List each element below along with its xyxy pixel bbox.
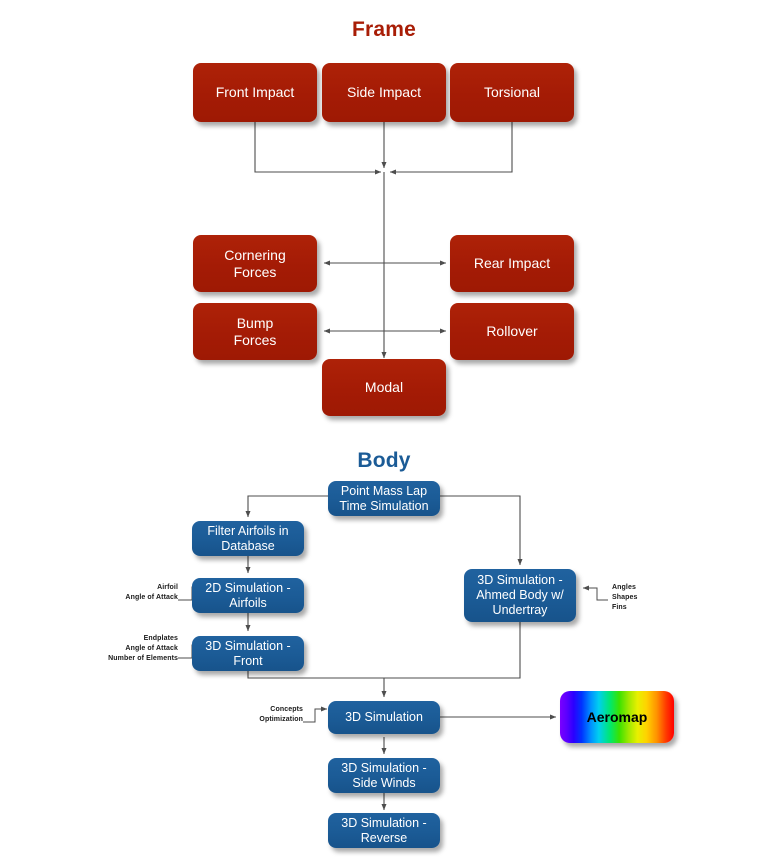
node-cornering-forces[interactable]: Cornering Forces (193, 235, 317, 292)
link-lap-sim-to-filter-airfoils (245, 495, 329, 518)
link-ahmed-body-inputs-to-ahmed-body (582, 585, 608, 601)
node-3d-simulation-ahmed-body-undertray[interactable]: 3D Simulation - Ahmed Body w/ Undertray (464, 569, 576, 622)
frame-section-title: Frame (351, 18, 417, 41)
annotation-concepts-optimization: Concepts Optimization (259, 706, 303, 724)
node-point-mass-lap-time-simulation[interactable]: Point Mass Lap Time Simulation (328, 481, 440, 516)
node-bump-forces[interactable]: Bump Forces (193, 303, 317, 360)
node-modal[interactable]: Modal (322, 359, 446, 416)
node-filter-airfoils-in-database[interactable]: Filter Airfoils in Database (192, 521, 304, 556)
node-3d-simulation-reverse[interactable]: 3D Simulation - Reverse (328, 813, 440, 848)
node-aeromap[interactable]: Aeromap (560, 691, 674, 743)
link-torsional-to-junction (389, 122, 513, 175)
link-front-impact-to-junction (254, 122, 382, 175)
node-3d-simulation-front[interactable]: 3D Simulation - Front (192, 636, 304, 671)
node-3d-simulation-side-winds[interactable]: 3D Simulation - Side Winds (328, 758, 440, 793)
link-lap-sim-to-ahmed-body (439, 495, 523, 566)
body-section-title: Body (357, 449, 411, 472)
node-side-impact[interactable]: Side Impact (322, 63, 446, 122)
link-concepts-optimization-to-3d-simulation (303, 706, 328, 723)
node-torsional[interactable]: Torsional (450, 63, 574, 122)
annotation-front-wing-inputs: Endplates Angle of Attack Number of Elem… (108, 635, 178, 663)
node-2d-simulation-airfoils[interactable]: 2D Simulation - Airfoils (192, 578, 304, 613)
link-ahmed-body-to-merge (384, 622, 521, 679)
link-3d-front-to-merge (247, 671, 384, 679)
node-rear-impact[interactable]: Rear Impact (450, 235, 574, 292)
node-rollover[interactable]: Rollover (450, 303, 574, 360)
node-front-impact[interactable]: Front Impact (193, 63, 317, 122)
annotation-airfoil-inputs: Airfoil Angle of Attack (125, 584, 178, 602)
node-3d-simulation[interactable]: 3D Simulation (328, 701, 440, 734)
annotation-ahmed-body-inputs: Angles Shapes Fins (612, 584, 638, 612)
